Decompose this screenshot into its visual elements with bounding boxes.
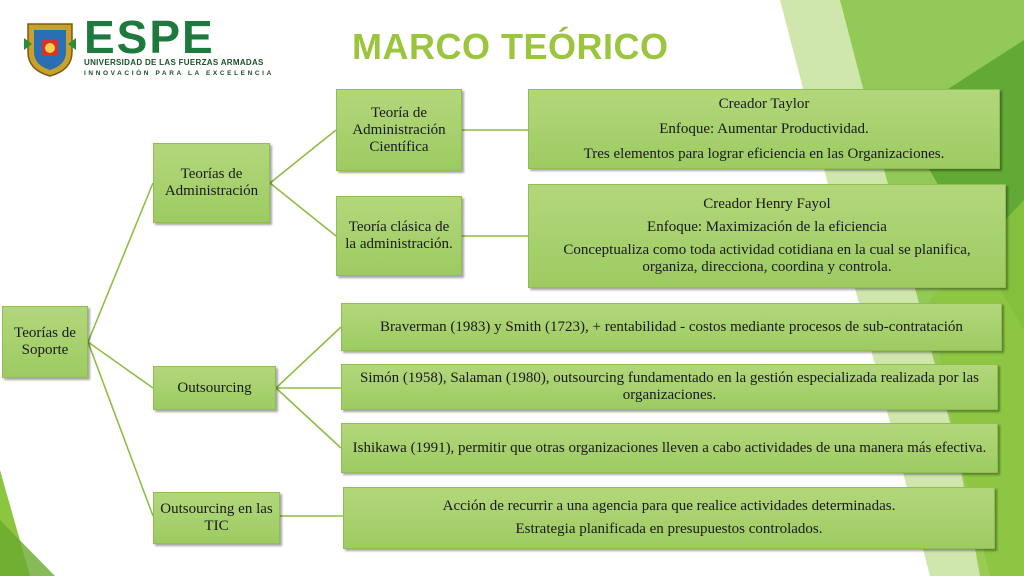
detail-braverman: Braverman (1983) y Smith (1723), + renta… [341,303,1002,351]
detail-line: Estrategia planificada en presupuestos c… [515,521,823,537]
connector-admin-cientifica [269,129,337,184]
detail-simon: Simón (1958), Salaman (1980), outsourcin… [341,364,998,410]
detail-line: Acción de recurrir a una agencia para qu… [442,498,896,514]
detail-line: Enfoque: Maximización de la eficiencia [647,219,887,235]
detail-line: Conceptualiza como toda actividad cotidi… [563,242,971,275]
node-root-label: Teorías de Soporte [14,325,76,358]
node-label: Teoría clásica de la administración. [345,219,453,252]
shield-icon [24,23,76,77]
node-label: Outsourcing en las TIC [160,501,273,534]
connector-root-outsourcing [87,341,154,389]
detail-line: Enfoque: Aumentar Productividad. [659,120,869,137]
detail-line: Simón (1958), Salaman (1980), outsourcin… [360,370,979,403]
node-outsourcing-tic: Outsourcing en las TIC [153,492,280,544]
detail-line: Creador Taylor [718,95,810,112]
node-label: Teoría de Administración Científica [352,104,446,155]
detail-clasica: Creador Henry Fayol Enfoque: Maximizació… [528,184,1006,288]
node-teoria-cientifica: Teoría de Administración Científica [336,89,462,171]
connector-root-admin [87,182,154,343]
node-outsourcing: Outsourcing [153,366,276,410]
detail-cientifica: Creador Taylor Enfoque: Aumentar Product… [528,89,1000,169]
node-label: Outsourcing [177,379,252,396]
logo-slogan: INNOVACIÓN PARA LA EXCELENCIA [84,70,274,77]
detail-line: Ishikawa (1991), permitir que otras orga… [352,439,987,456]
logo-university-name: UNIVERSIDAD DE LAS FUERZAS ARMADAS [84,58,264,67]
node-label: Teorías de Administración [164,166,259,199]
node-root: Teorías de Soporte [2,306,88,378]
detail-line: Braverman (1983) y Smith (1723), + renta… [380,318,963,335]
logo-wordmark: ESPE [84,11,215,63]
connector-root-tic [87,341,154,517]
detail-ishikawa: Ishikawa (1991), permitir que otras orga… [341,423,998,473]
slide-title: MARCO TEÓRICO [352,26,669,67]
node-teorias-administracion: Teorías de Administración [153,143,270,223]
connector-outsourcing-ishikawa [275,387,342,449]
detail-line: Tres elementos para lograr eficiencia en… [583,145,945,162]
connector-outsourcing-braverman [275,326,342,389]
detail-line: Creador Henry Fayol [703,196,831,212]
connector-admin-clasica [269,182,337,237]
detail-tic: Acción de recurrir a una agencia para qu… [343,487,995,549]
node-teoria-clasica: Teoría clásica de la administración. [336,196,462,276]
